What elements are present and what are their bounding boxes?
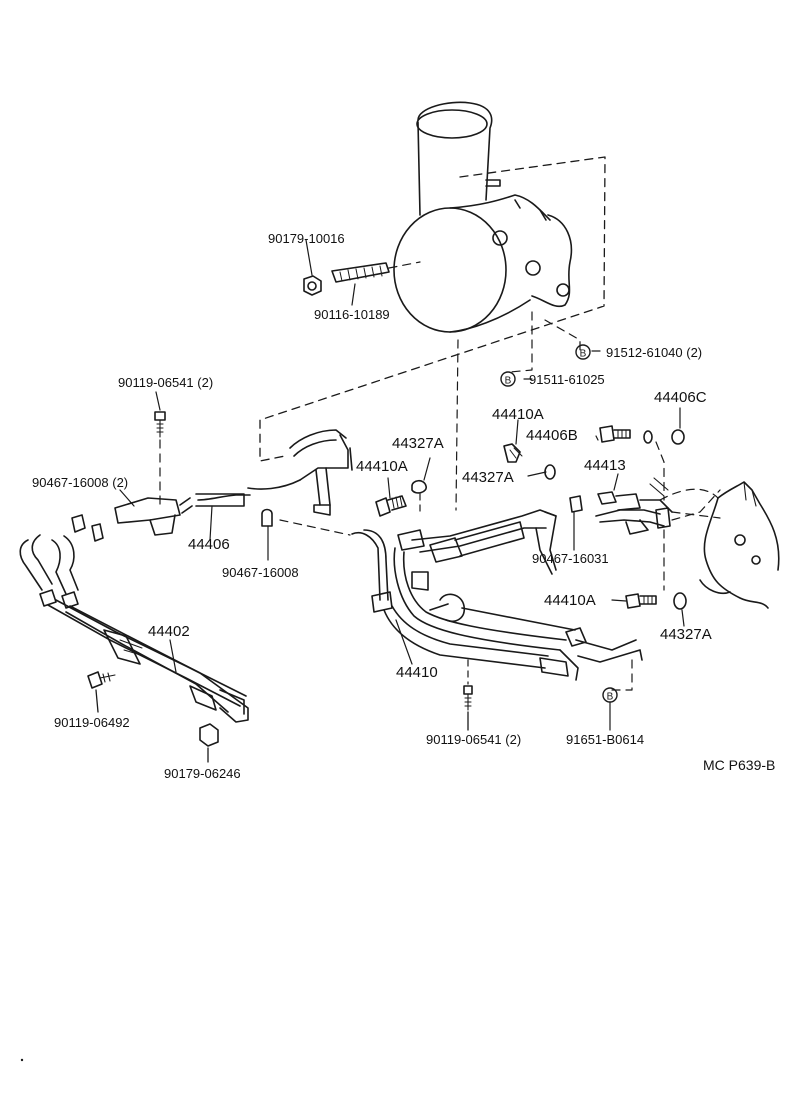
part-label-91511-61025: 91511-61025	[529, 372, 605, 387]
hose-bracket-left	[114, 497, 193, 536]
clip-left-b	[91, 523, 104, 542]
clip-center-90467-16008	[261, 508, 273, 527]
clip-90467-16031	[569, 495, 583, 513]
bolt-marker-b-upper: B	[575, 344, 591, 360]
gasket-44406c-b	[671, 429, 685, 445]
diagram-reference: MC P639-B	[703, 757, 776, 773]
pressure-line-44402	[19, 534, 249, 723]
part-label-44410a-lower: 44410A	[544, 592, 596, 609]
steering-gear-housing	[699, 481, 780, 609]
bolt-90119-06541-lower	[463, 659, 473, 731]
nut-90179-06246	[199, 723, 219, 763]
part-label-90119-06541-lower: 90119-06541 (2)	[426, 732, 522, 747]
pump-bracket-outline	[259, 156, 606, 462]
part-label-44406c: 44406C	[654, 389, 707, 406]
bolt-marker-letter: B	[580, 349, 587, 360]
part-label-90467-16008: 90467-16008	[222, 565, 299, 580]
part-label-44327a-lower: 44327A	[660, 626, 712, 643]
part-label-44402: 44402	[148, 623, 190, 640]
bolt-marker-b-lower: B	[602, 687, 618, 703]
part-label-44327a-center: 44327A	[392, 435, 444, 452]
part-label-91651-b0614: 91651-B0614	[566, 732, 645, 747]
return-hose-44406	[195, 429, 353, 516]
part-label-44413: 44413	[584, 457, 626, 474]
part-label-44327a-upper: 44327A	[462, 469, 514, 486]
bolt-marker-b-middle: B	[500, 371, 516, 387]
gasket-44327a-center	[411, 479, 427, 494]
scan-dot	[20, 1058, 24, 1062]
part-label-44406: 44406	[188, 536, 230, 553]
bolt-marker-letter: B	[607, 692, 614, 703]
part-label-90179-06246: 90179-06246	[164, 766, 241, 781]
union-bolt-44410a-lower	[625, 593, 657, 609]
union-bolt-44410a-center	[375, 495, 407, 517]
tube-44413	[595, 477, 721, 535]
bolt-90119-06492	[87, 671, 116, 713]
pressure-line-44410	[351, 509, 643, 681]
union-bolt-44410a-upper	[503, 443, 523, 463]
bolt-marker-letter: B	[505, 376, 512, 387]
part-label-90116-10189: 90116-10189	[314, 307, 390, 322]
gasket-44327a-lower	[673, 592, 687, 610]
part-label-90467-16031: 90467-16031	[532, 551, 609, 566]
part-label-44410: 44410	[396, 664, 438, 681]
clip-left-a	[71, 514, 86, 533]
stud-bolt	[331, 261, 421, 283]
part-label-44410a-upper: 44410A	[492, 406, 544, 423]
power-steering-pump	[393, 101, 573, 333]
part-label-44410a-center: 44410A	[356, 458, 408, 475]
part-label-91512-61040: 91512-61040 (2)	[606, 345, 703, 360]
gasket-44406c	[643, 430, 653, 444]
part-label-90119-06541-upper: 90119-06541 (2)	[118, 375, 214, 390]
bolt-90119-06541-upper	[154, 411, 166, 506]
union-bolt-44406b	[599, 425, 631, 443]
part-label-90119-06492: 90119-06492	[54, 715, 130, 730]
flange-nut	[303, 275, 322, 296]
part-label-44406b: 44406B	[526, 427, 578, 444]
part-label-90467-16008-pair: 90467-16008 (2)	[32, 475, 129, 490]
part-label-90179-10016: 90179-10016	[268, 231, 345, 246]
